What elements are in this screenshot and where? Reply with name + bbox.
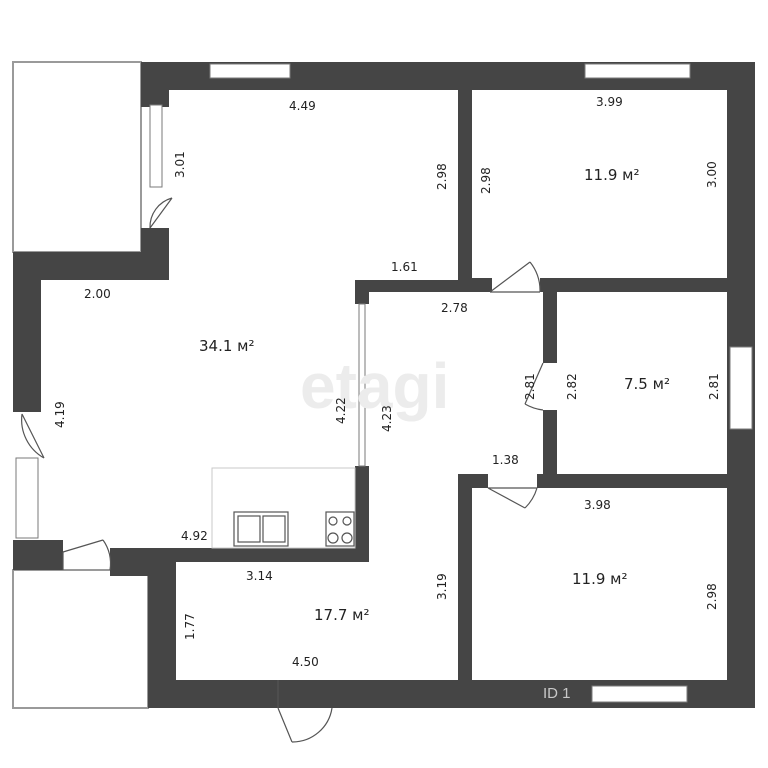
door-bottom-left — [62, 539, 112, 571]
dimension-label: 4.49 — [289, 99, 316, 113]
dimension-label: 3.19 — [435, 573, 449, 600]
dimension-label: 3.01 — [173, 151, 187, 178]
room-area-bedroom-bottom-right: 11.9 м² — [572, 570, 628, 588]
sink-icon — [233, 511, 289, 547]
window-bottom-right — [591, 685, 688, 703]
door-top-right-bedroom — [489, 261, 541, 293]
dimension-label: 1.38 — [492, 453, 519, 467]
window-left-lower — [15, 457, 39, 539]
dimension-label: 3.00 — [705, 161, 719, 188]
window-kitchen — [358, 303, 366, 467]
balcony-top-left — [12, 61, 142, 253]
door-entrance — [277, 680, 333, 743]
dimension-label: 3.99 — [596, 95, 623, 109]
dimension-label: 3.14 — [246, 569, 273, 583]
window-top-left — [209, 63, 291, 79]
dimension-label: 4.19 — [53, 401, 67, 428]
watermark-text: etagi — [300, 350, 449, 422]
dimension-label: 4.23 — [380, 405, 394, 432]
dimension-label: 1.61 — [391, 260, 418, 274]
room-area-hall: 17.7 м² — [314, 606, 370, 624]
window-right-small — [729, 346, 753, 430]
dimension-label: 2.78 — [441, 301, 468, 315]
dimension-label: 4.92 — [181, 529, 208, 543]
kitchen-counter — [211, 467, 356, 549]
dimension-label: 2.98 — [435, 163, 449, 190]
dimension-label: 2.81 — [707, 373, 721, 400]
room-area-bedroom-top-right: 11.9 м² — [584, 166, 640, 184]
room-area-living: 34.1 м² — [199, 337, 255, 355]
door-small-room — [524, 362, 544, 411]
dimension-label: 4.22 — [334, 397, 348, 424]
dimension-label: 2.98 — [705, 583, 719, 610]
window-left-living — [149, 104, 163, 188]
dimension-label: 2.81 — [523, 373, 537, 400]
dimension-label: 2.82 — [565, 373, 579, 400]
doors — [21, 197, 544, 743]
door-bottom-right-bedroom — [487, 487, 538, 509]
dimension-label: 1.77 — [183, 613, 197, 640]
id-mark: ID 1 — [543, 685, 571, 702]
windows — [15, 63, 753, 703]
window-top-right — [584, 63, 691, 79]
dimension-label: 3.98 — [584, 498, 611, 512]
room-area-small-room: 7.5 м² — [624, 375, 670, 393]
door-balcony-top — [149, 197, 173, 229]
dimension-label: 2.98 — [479, 167, 493, 194]
dimension-label: 4.50 — [292, 655, 319, 669]
stove-icon — [325, 511, 355, 547]
balcony-bottom-left — [12, 569, 149, 709]
dimension-label: 2.00 — [84, 287, 111, 301]
door-left — [21, 413, 45, 459]
